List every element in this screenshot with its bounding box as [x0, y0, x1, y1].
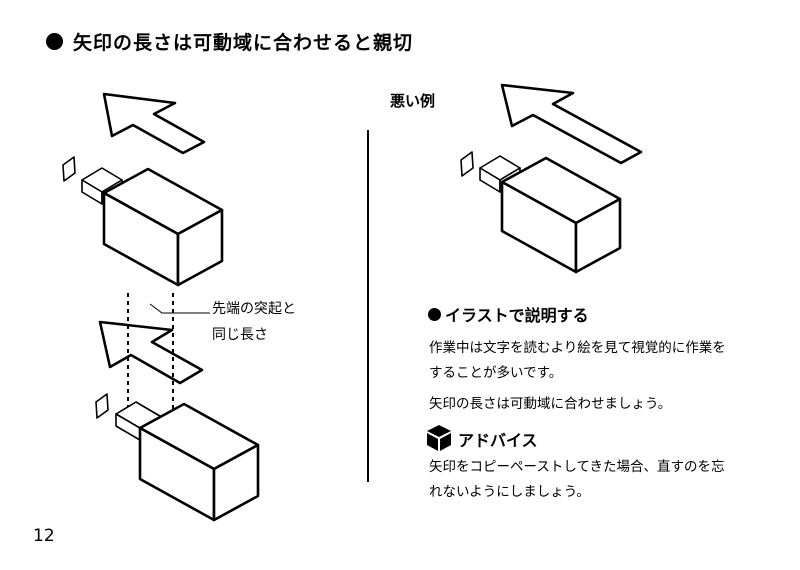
page-number: 12 [33, 526, 55, 546]
callout-line-2: 同じ長さ [212, 327, 268, 343]
page-title: 矢印の長さは可動域に合わせると親切 [73, 32, 414, 54]
large-box-icon [138, 402, 260, 522]
bad-example-illustration [460, 83, 643, 274]
explain-paragraph-1: 作業中は文字を読むより絵を見て視覚的に作業を することが多いです。 [429, 336, 769, 386]
advice-title-text: アドバイス [458, 431, 538, 450]
paragraph-line: 矢印をコピーペーストしてきた場合、直すのを忘 [429, 459, 725, 475]
bad-example-label: 悪い例 [390, 92, 436, 110]
long-arrow-icon [500, 83, 643, 165]
small-diamond-icon [460, 151, 474, 177]
advice-title: アドバイス [428, 427, 538, 451]
paragraph-line: することが多いです。 [429, 365, 563, 381]
short-arrow-icon [102, 92, 206, 155]
measured-arrow-icon [98, 320, 204, 385]
bullet-dot-icon [46, 33, 63, 50]
paragraph-line: 作業中は文字を読むより絵を見て視覚的に作業を [429, 340, 726, 356]
cube-icon [427, 425, 451, 451]
bullet-dot-icon [428, 307, 441, 321]
explain-title-text: イラストで説明する [445, 306, 589, 325]
column-divider [367, 130, 369, 482]
callout-line-1: 先端の突起と [212, 301, 296, 317]
measurement-callout: 先端の突起と 同じ長さ [212, 296, 296, 348]
paragraph-line: れないようにしましょう。 [429, 484, 590, 500]
small-diamond-icon [95, 393, 109, 419]
large-box-icon [102, 167, 224, 287]
small-diamond-icon [62, 156, 76, 182]
explain-paragraph-2: 矢印の長さは可動域に合わせましょう。 [429, 396, 672, 412]
page-heading: 矢印の長さは可動域に合わせると親切 [46, 28, 413, 55]
large-box-icon [500, 156, 622, 274]
good-example-top-illustration [62, 92, 224, 287]
explain-section-title: イラストで説明する [428, 302, 589, 326]
good-example-bottom-illustration [95, 293, 260, 522]
advice-paragraph: 矢印をコピーペーストしてきた場合、直すのを忘 れないようにしましょう。 [429, 455, 769, 505]
